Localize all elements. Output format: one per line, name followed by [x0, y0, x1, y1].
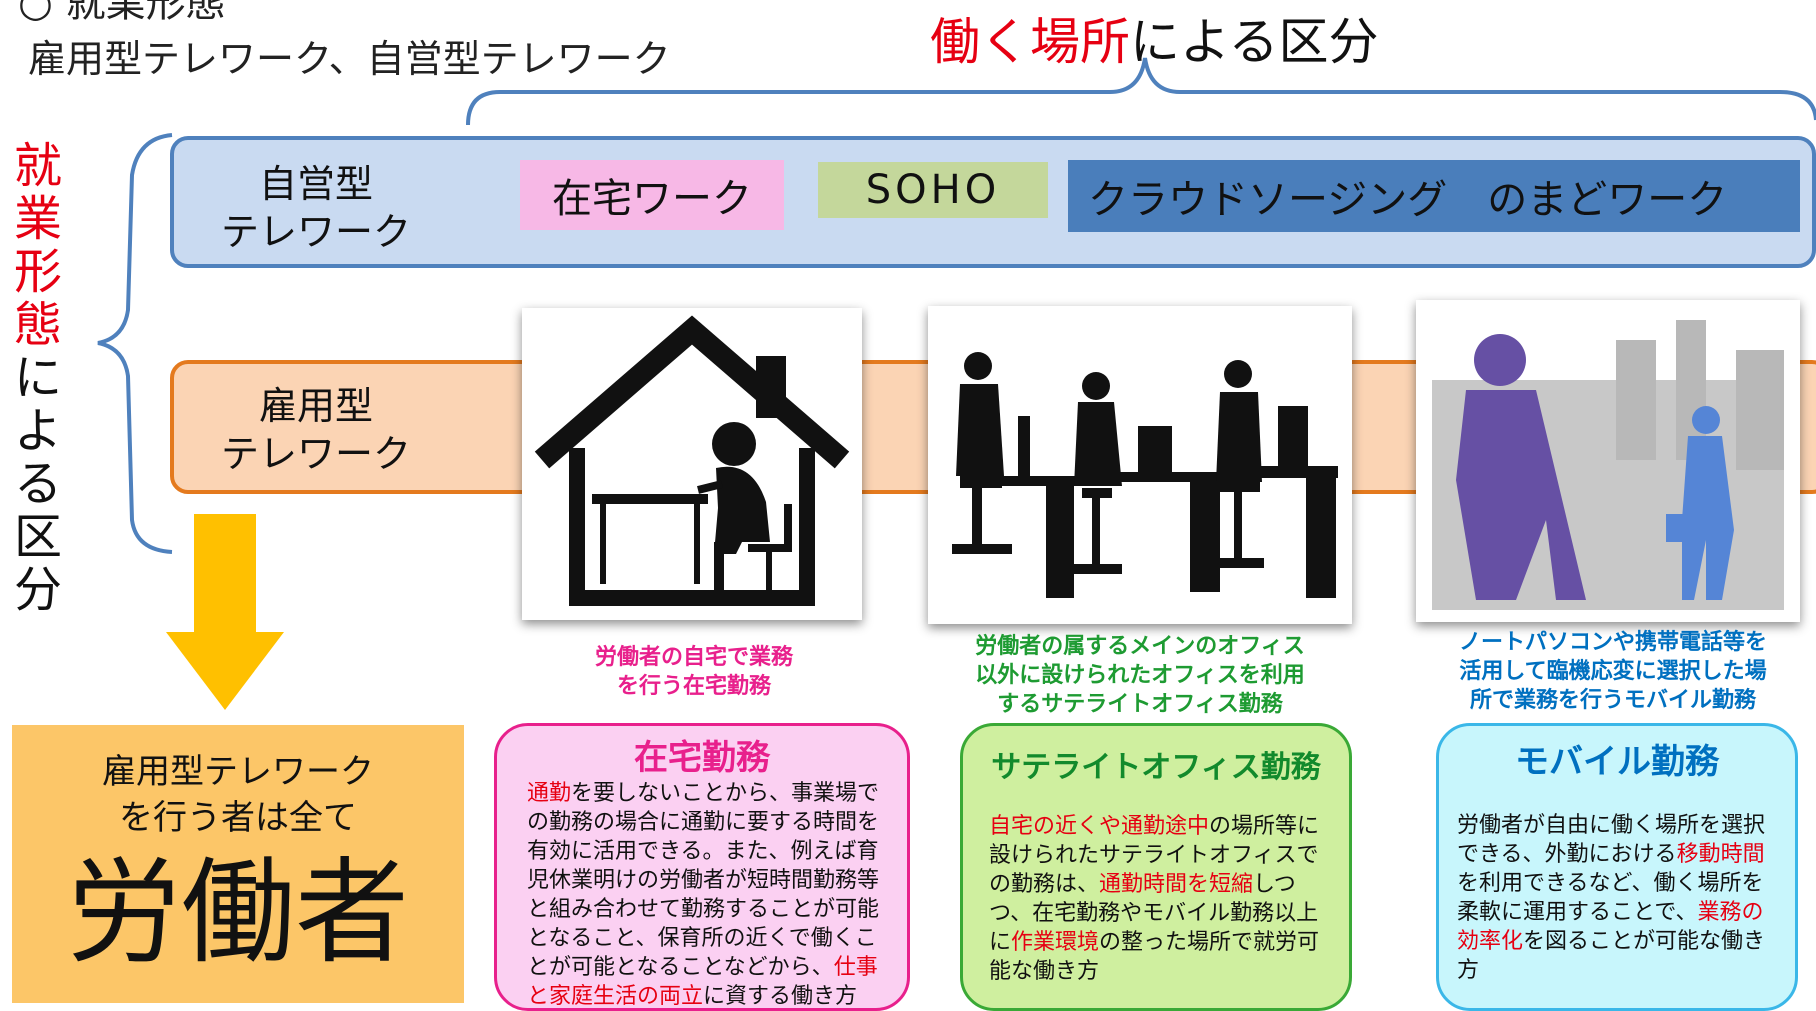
satellite-office-illustration [928, 306, 1352, 624]
caption-line: するサテライトオフィス勤務 [997, 692, 1283, 717]
employed-label-line2: テレワーク [220, 432, 411, 476]
mobile-card-red: 移動時間 [1676, 842, 1765, 867]
mobile-work-illustration [1416, 300, 1800, 622]
subtitle: 雇用型テレワーク、自営型テレワーク [28, 37, 671, 81]
satellite-card-red: 通勤時間を短縮 [1099, 872, 1254, 897]
left-brace [97, 133, 173, 554]
side-char: 分 [13, 562, 62, 618]
side-char: に [13, 350, 62, 406]
mobile-card-text: 労働者が自由に働く場所を選択できる、外勤における [1457, 813, 1766, 867]
chip-crowdsourcing: クラウドソージング のまどワーク [1068, 160, 1800, 232]
employed-label-line1: 雇用型 [258, 384, 373, 428]
worker-box-big: 労働者 [66, 846, 409, 979]
section-heading-partial: ○ 就業形態 [18, 0, 226, 26]
mobile-card-title: モバイル勤務 [1515, 742, 1719, 782]
side-char: る [13, 456, 62, 512]
mobile-card-red: 業務の効率化 [1457, 900, 1764, 954]
mobile-caption: ノートパソコンや携帯電話等を 活用して臨機応変に選択した場 所で業務を行うモバイ… [1420, 628, 1806, 715]
chip-home-work: 在宅ワーク [520, 160, 784, 230]
home-card-text: を要しないことから、事業場での勤務の場合に通勤に要する時間を有効に活用できる。ま… [527, 781, 880, 980]
caption-line: 労働者の自宅で業務 [594, 645, 793, 670]
mobile-work-card: モバイル勤務 労働者が自由に働く場所を選択できる、外勤における移動時間を利用でき… [1436, 723, 1798, 1011]
self-employed-label-line1: 自営型 [258, 162, 373, 206]
top-brace [466, 57, 1816, 126]
caption-line: 労働者の属するメインのオフィス [975, 634, 1305, 659]
satellite-card-red: 作業環境 [1011, 930, 1100, 955]
satellite-card-text: の場所等に設けられたサテライトオフィスでの勤務は、 [989, 814, 1320, 897]
mobile-card-text: を利用できるなど、働く場所を柔軟に運用することで、 [1457, 871, 1764, 925]
caption-line: 活用して臨機応変に選択した場 [1459, 659, 1767, 684]
home-card-title: 在宅勤務 [634, 738, 770, 778]
home-card-red: 通勤 [527, 781, 572, 806]
side-char: よ [13, 403, 62, 459]
all-workers-box: 雇用型テレワーク を行う者は全て 労働者 [12, 725, 464, 1003]
satellite-card-text: しつつ、在宅勤務やモバイル勤務以上に [989, 872, 1319, 955]
self-employed-label: 自営型 テレワーク [196, 160, 436, 256]
satellite-card-text: の整った場所で就労可能な働き方 [989, 930, 1320, 984]
satellite-office-card: サテライトオフィス勤務 自宅の近くや通勤途中の場所等に設けられたサテライトオフィ… [960, 723, 1352, 1011]
satellite-card-body: 自宅の近くや通勤途中の場所等に設けられたサテライトオフィスでの勤務は、通勤時間を… [963, 786, 1349, 986]
side-label-vertical: 就 業 形 態 に よ る 区 分 [12, 140, 64, 617]
satellite-card-red: 自宅の近くや通勤途中 [989, 814, 1210, 839]
place-division-title: 働く場所による区分 [930, 2, 1379, 74]
caption-line: ノートパソコンや携帯電話等を [1458, 630, 1767, 655]
down-arrow-icon [166, 514, 284, 710]
chip-soho: SOHO [818, 162, 1048, 218]
self-employed-label-line2: テレワーク [220, 210, 411, 254]
home-card-body: 通勤を要しないことから、事業場での勤務の場合に通勤に要する時間を有効に活用できる… [497, 779, 907, 1011]
mobile-card-text: を図ることが可能な働き方 [1457, 929, 1766, 983]
caption-line: を行う在宅勤務 [616, 674, 771, 699]
caption-line: 以外に設けられたオフィスを利用 [975, 663, 1305, 688]
employed-label: 雇用型 テレワーク [196, 382, 436, 478]
side-char: 区 [13, 509, 62, 565]
mobile-workers-icon [1432, 320, 1784, 610]
side-char: 業 [13, 191, 62, 247]
worker-box-line1: 雇用型テレワーク [102, 752, 374, 792]
home-card-text: に資する働き方 [703, 984, 858, 1009]
place-title-red: 働く場所 [930, 13, 1130, 71]
office-workers-icon [952, 352, 1338, 598]
caption-line: 所で業務を行うモバイル勤務 [1469, 688, 1756, 713]
satellite-card-title: サテライトオフィス勤務 [991, 750, 1321, 785]
side-char: 就 [13, 138, 62, 194]
satellite-caption: 労働者の属するメインのオフィス 以外に設けられたオフィスを利用 するサテライトオ… [930, 632, 1350, 719]
house-icon [534, 315, 850, 606]
side-char: 態 [13, 297, 62, 353]
worker-box-line2: を行う者は全て [119, 798, 357, 838]
side-char: 形 [13, 244, 62, 300]
home-work-card: 在宅勤務 通勤を要しないことから、事業場での勤務の場合に通勤に要する時間を有効に… [494, 723, 910, 1011]
home-work-illustration [522, 308, 862, 620]
worker-box-text: 雇用型テレワーク を行う者は全て [12, 749, 464, 841]
home-card-red: 仕事と家庭生活の両立 [527, 955, 878, 1009]
place-title-rest: による区分 [1130, 13, 1379, 71]
mobile-card-body: 労働者が自由に働く場所を選択できる、外勤における移動時間を利用できるなど、働く場… [1439, 783, 1795, 985]
home-caption: 労働者の自宅で業務 を行う在宅勤務 [520, 643, 868, 701]
